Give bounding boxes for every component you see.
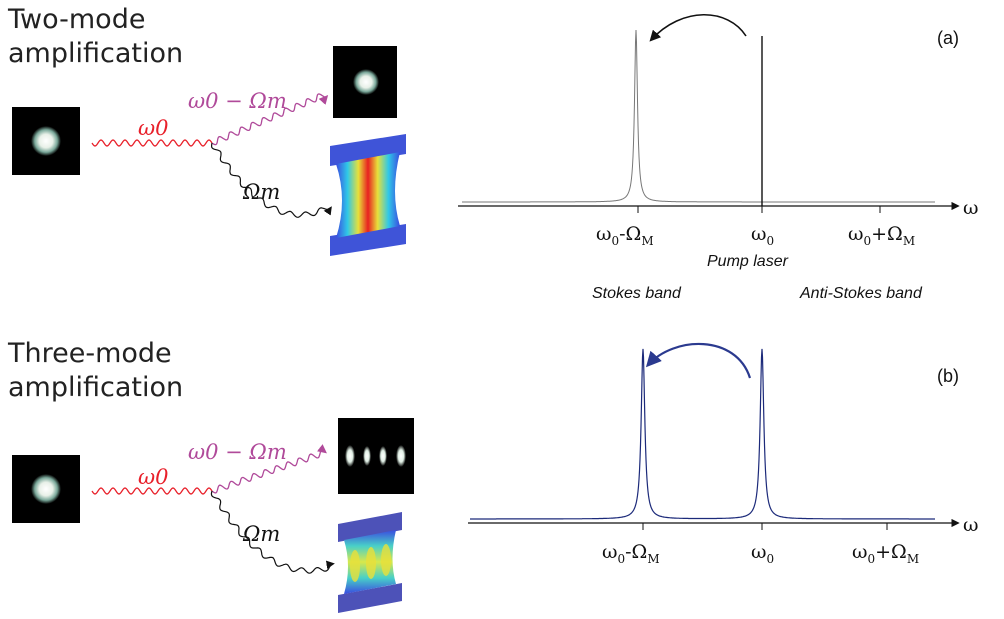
tick-label-lower: ω0-ΩM: [596, 223, 654, 248]
stokes-band-annotation: Stokes band: [592, 285, 682, 302]
spectrum-chart-b: ω0-ΩM ω0 ω0+ΩM ω (b): [468, 342, 979, 566]
scattering-arrow: [645, 342, 752, 379]
tick-label-center: ω0: [751, 541, 774, 566]
tick-label-upper: ω0+ΩM: [852, 541, 919, 566]
mechanical-resonator: [330, 134, 406, 256]
pump-wave: [91, 487, 213, 495]
axis-label-omega: ω: [963, 514, 979, 536]
pump-laser-annotation: Pump laser: [707, 253, 789, 270]
panel-label-b: (b): [937, 366, 959, 386]
input-mode-spot: [31, 474, 61, 504]
tick-label-center: ω0: [751, 223, 774, 248]
stokes-mode-spot: [353, 69, 379, 95]
pump-wave: [91, 139, 213, 147]
higher-order-mode-image: [338, 418, 414, 494]
pump-frequency-label: ω0: [138, 465, 169, 489]
two-peak-curve: [470, 348, 935, 520]
panel-label-a: (a): [937, 28, 959, 48]
anti-stokes-band-annotation: Anti-Stokes band: [799, 285, 923, 302]
phonon-frequency-label: Ωm: [242, 180, 280, 204]
mechanical-resonator-higher-order: [338, 512, 402, 613]
stokes-frequency-label: ω0 − Ωm: [188, 89, 287, 113]
phonon-wave: [210, 490, 335, 574]
phonon-wave: [210, 142, 332, 218]
tick-label-upper: ω0+ΩM: [848, 223, 915, 248]
stokes-peak-curve: [462, 29, 935, 203]
scattering-arrow: [649, 13, 747, 42]
tick-label-lower: ω0-ΩM: [602, 541, 660, 566]
title-three-mode-line1: Three-mode: [7, 338, 172, 369]
title-three-mode-line2: amplification: [8, 372, 183, 403]
stokes-wave: [211, 93, 329, 146]
stokes-wave: [211, 444, 327, 494]
spectrum-chart-a: ω0-ΩM ω0 ω0+ΩM ω (a) Pump laser Stokes b…: [458, 13, 979, 302]
pump-frequency-label: ω0: [138, 116, 169, 140]
input-mode-spot: [31, 126, 61, 156]
axis-label-omega: ω: [963, 197, 979, 219]
phonon-frequency-label: Ωm: [242, 522, 280, 546]
stokes-frequency-label: ω0 − Ωm: [188, 440, 287, 464]
title-two-mode-line1: Two-mode: [7, 4, 145, 35]
title-two-mode-line2: amplification: [8, 38, 183, 69]
